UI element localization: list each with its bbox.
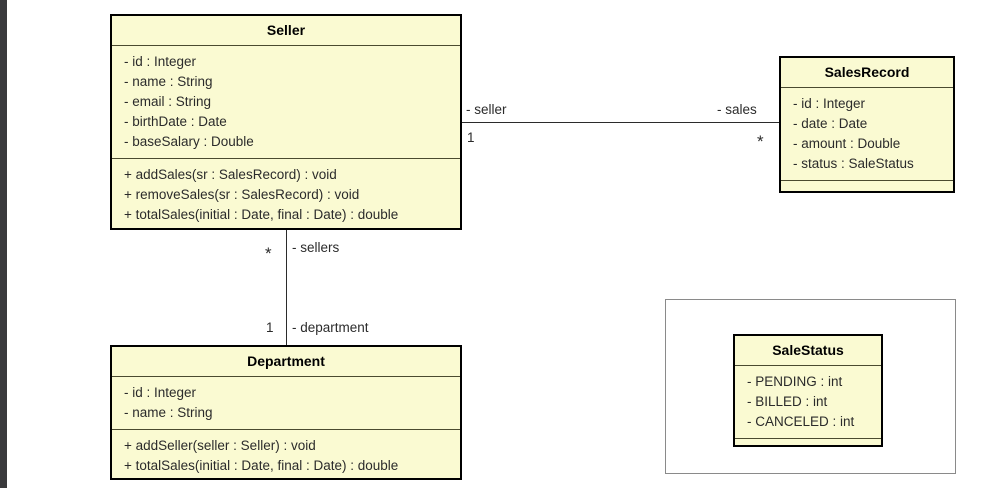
methods-compartment-seller: + addSales(sr : SalesRecord) : void + re… (112, 159, 460, 231)
attribute-row: - email : String (124, 94, 212, 110)
left-gutter-strip (0, 0, 7, 488)
attribute-row: - baseSalary : Double (124, 134, 254, 150)
association-line-seller-department (286, 230, 287, 345)
attribute-row: - amount : Double (793, 136, 901, 152)
attribute-row: - name : String (124, 405, 213, 421)
class-title-seller: Seller (112, 16, 460, 47)
attributes-compartment-seller: - id : Integer - name : String - email :… (112, 46, 460, 160)
association-multiplicity-sellers: * (265, 244, 272, 263)
method-row: + totalSales(initial : Date, final : Dat… (124, 458, 399, 474)
association-multiplicity-department: 1 (266, 320, 274, 335)
attribute-row: - CANCELED : int (747, 414, 855, 430)
association-role-sellers: - sellers (292, 240, 340, 255)
attribute-row: - status : SaleStatus (793, 156, 914, 172)
attribute-row: - birthDate : Date (124, 114, 227, 130)
association-role-department: - department (292, 320, 369, 335)
class-title-salestatus: SaleStatus (735, 336, 881, 367)
attribute-row: - BILLED : int (747, 394, 828, 410)
association-role-seller: - seller (466, 102, 507, 117)
association-line-seller-salesrecord (462, 122, 779, 123)
attribute-row: - id : Integer (793, 96, 866, 112)
uml-class-seller[interactable]: Seller - id : Integer - name : String - … (110, 14, 462, 230)
class-title-department: Department (112, 347, 460, 378)
method-row: + removeSales(sr : SalesRecord) : void (124, 187, 360, 203)
association-multiplicity-sales: * (757, 132, 764, 151)
methods-compartment-salesrecord (781, 181, 953, 197)
methods-compartment-salestatus (735, 439, 881, 455)
attributes-compartment-salestatus: - PENDING : int - BILLED : int - CANCELE… (735, 366, 881, 440)
attributes-compartment-salesrecord: - id : Integer - date : Date - amount : … (781, 88, 953, 182)
class-title-salesrecord: SalesRecord (781, 58, 953, 89)
method-row: + totalSales(initial : Date, final : Dat… (124, 207, 399, 223)
attribute-row: - PENDING : int (747, 374, 843, 390)
attribute-row: - name : String (124, 74, 213, 90)
attribute-row: - id : Integer (124, 385, 197, 401)
method-row: + addSeller(seller : Seller) : void (124, 438, 316, 454)
uml-class-salesrecord[interactable]: SalesRecord - id : Integer - date : Date… (779, 56, 955, 193)
uml-class-department[interactable]: Department - id : Integer - name : Strin… (110, 345, 462, 480)
association-multiplicity-seller: 1 (467, 130, 475, 145)
attribute-row: - date : Date (793, 116, 868, 132)
attribute-row: - id : Integer (124, 54, 197, 70)
methods-compartment-department: + addSeller(seller : Seller) : void + to… (112, 430, 460, 482)
attributes-compartment-department: - id : Integer - name : String (112, 377, 460, 431)
uml-class-salestatus[interactable]: SaleStatus - PENDING : int - BILLED : in… (733, 334, 883, 447)
method-row: + addSales(sr : SalesRecord) : void (124, 167, 337, 183)
association-role-sales: - sales (717, 102, 757, 117)
